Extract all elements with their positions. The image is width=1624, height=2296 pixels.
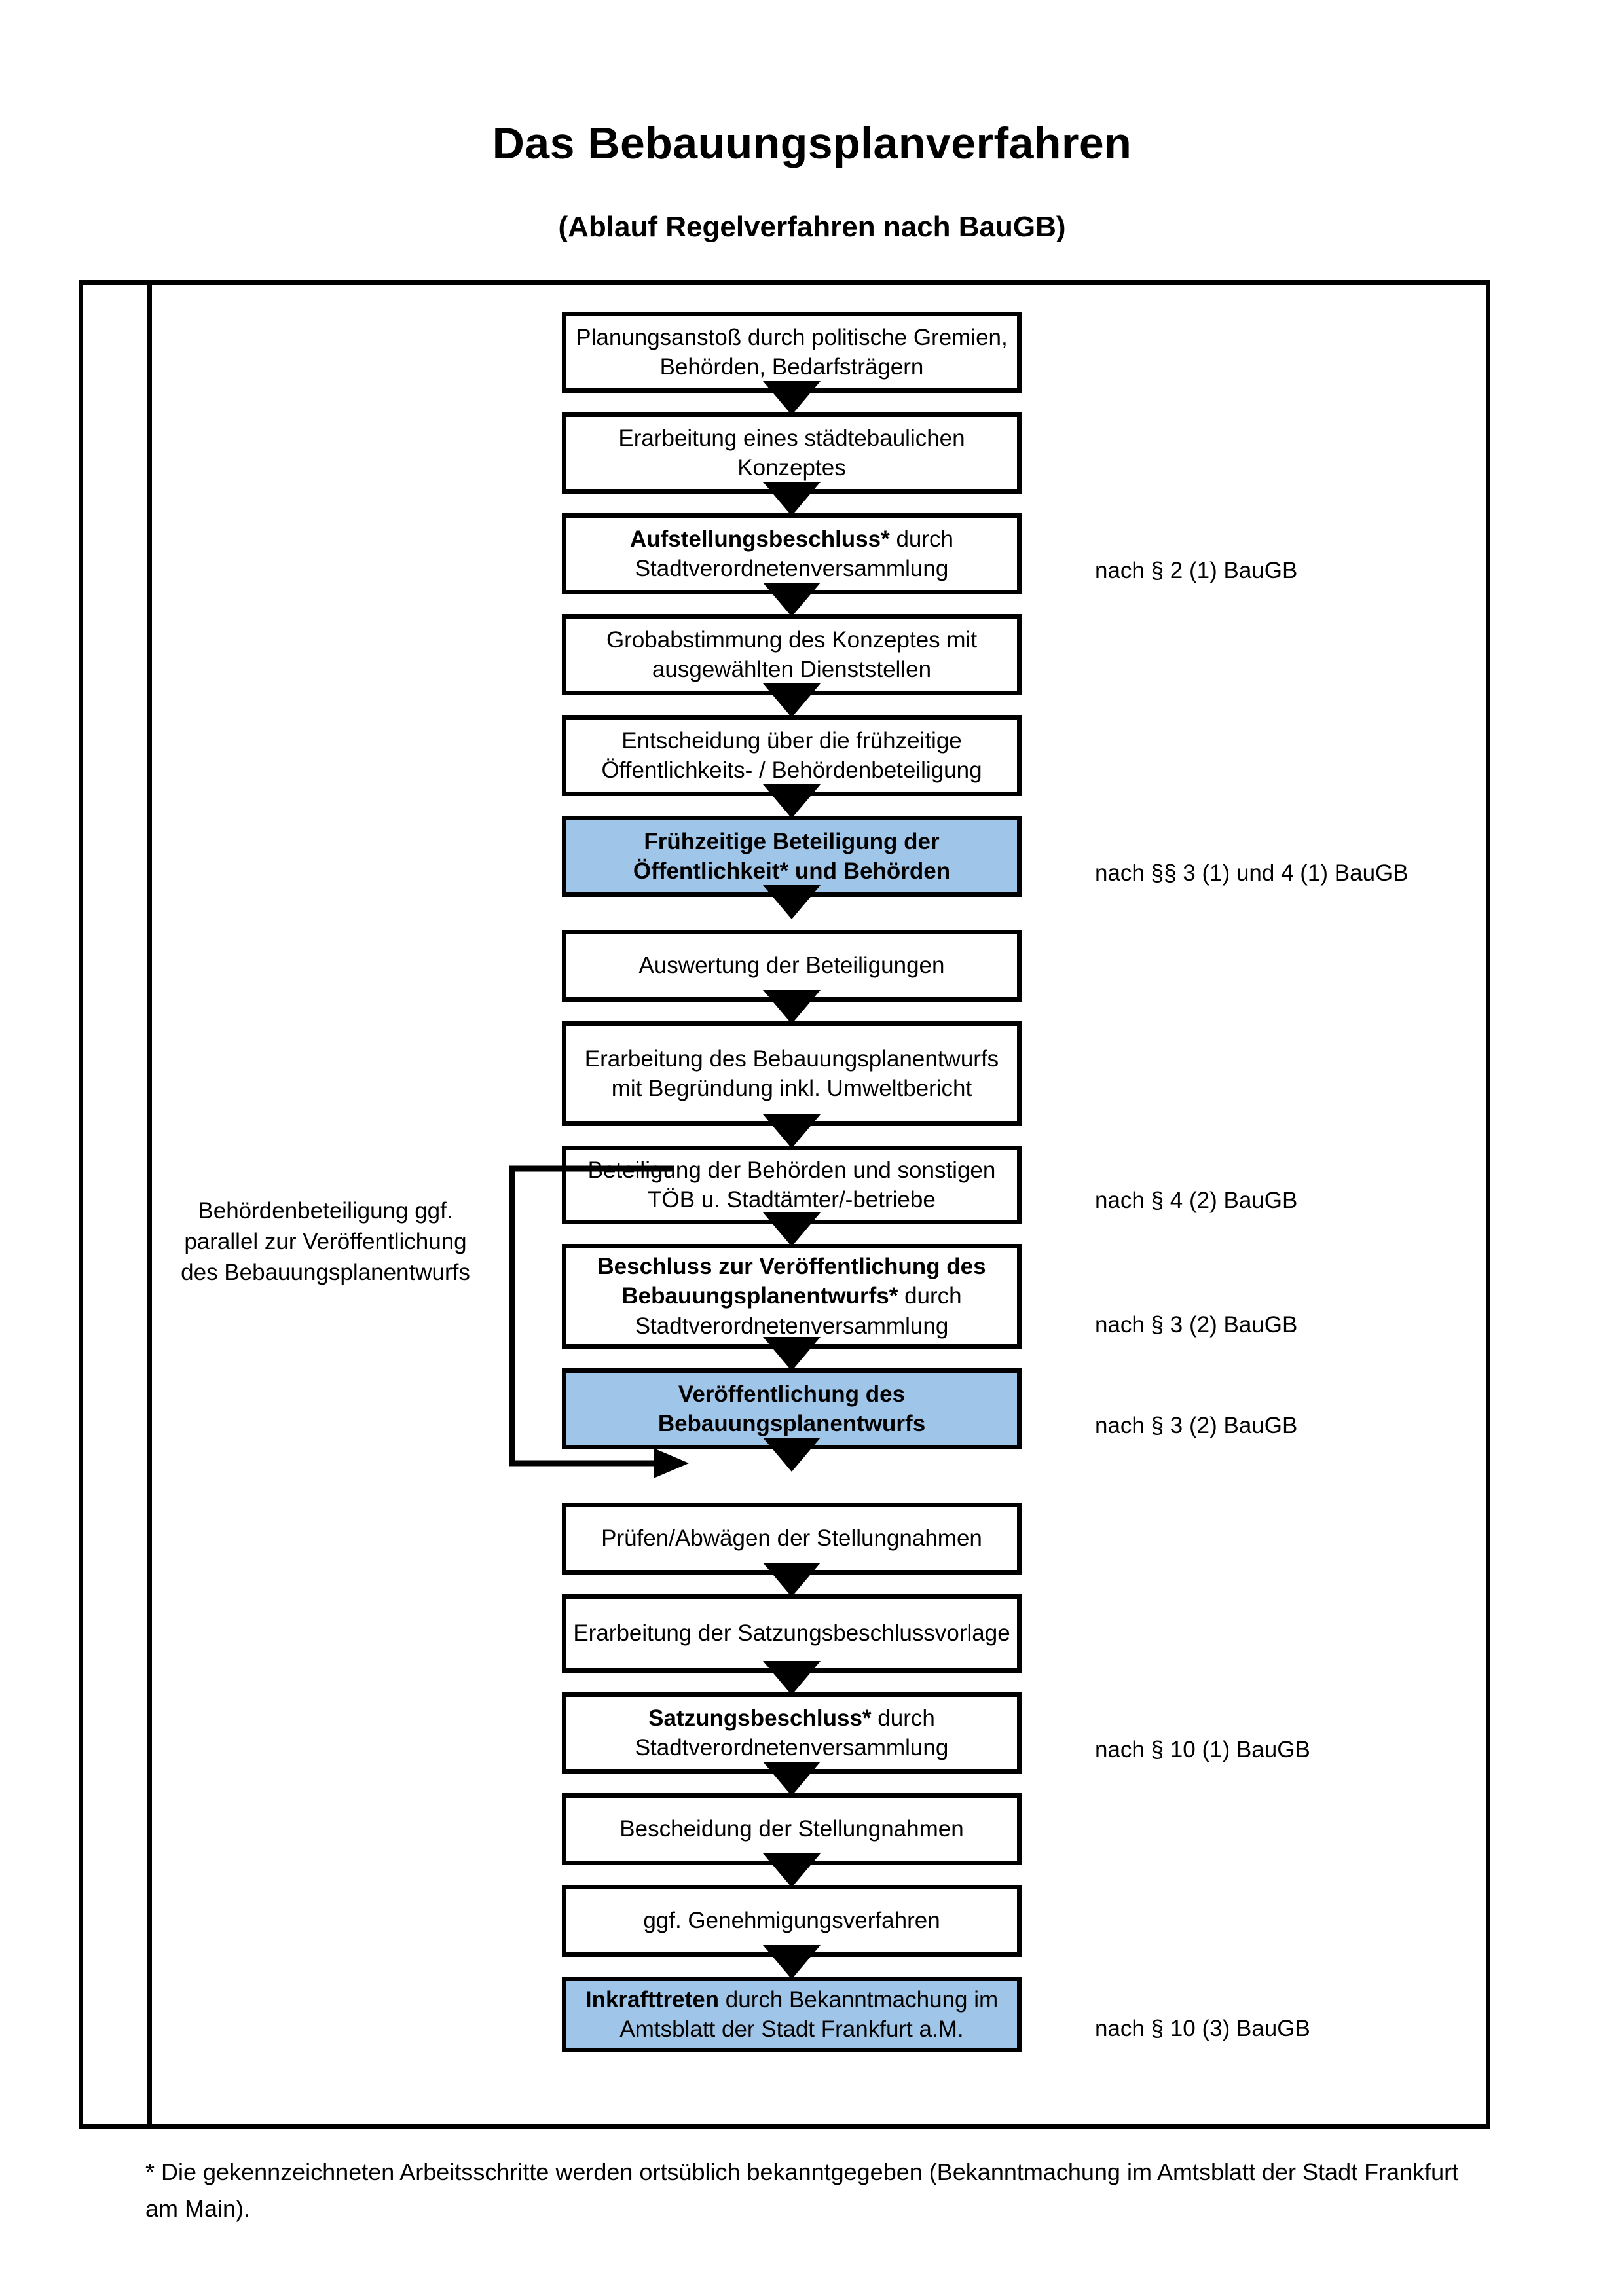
legal-reference-beschluss-veroeff: nach § 3 (2) BauGB: [1095, 1312, 1298, 1338]
sidenote-behoerdenbeteiligung: Behördenbeteiligung ggf. parallel zur Ve…: [181, 1198, 470, 1285]
connector-arrow: [763, 885, 821, 919]
feedback-loop-arrow: [509, 1165, 689, 1478]
legal-reference-veroeffentlichung: nach § 3 (2) BauGB: [1095, 1413, 1298, 1438]
connector-arrow: [763, 1212, 821, 1247]
process-box-label: Grobabstimmung des Konzeptes mit ausgewä…: [606, 627, 978, 683]
legal-reference-fruehzeitige: nach §§ 3 (1) und 4 (1) BauGB: [1095, 860, 1409, 886]
connector-arrow: [763, 381, 821, 415]
process-box-label: Auswertung der Beteiligungen: [638, 953, 945, 979]
process-box-label: Beschluss zur Veröffentlichung des Bebau…: [597, 1253, 986, 1339]
connector-arrow: [763, 583, 821, 617]
process-box-label: Erarbeitung des Bebauungsplanentwurfs mi…: [584, 1046, 999, 1102]
process-box-staedtebau: Erarbeitung eines städtebaulichen Konzep…: [562, 412, 1022, 494]
process-box-erarbeitung-bplan: Erarbeitung des Bebauungsplanentwurfs mi…: [562, 1021, 1022, 1126]
connector-arrow: [763, 784, 821, 818]
process-box-label: ggf. Genehmigungsverfahren: [643, 1908, 940, 1934]
connector-arrow: [763, 1853, 821, 1887]
process-box-pruefen-abwaegen: Prüfen/Abwägen der Stellungnahmen: [562, 1503, 1022, 1575]
process-box-label: Erarbeitung eines städtebaulichen Konzep…: [618, 425, 965, 481]
process-box-entscheidung: Entscheidung über die frühzeitige Öffent…: [562, 715, 1022, 796]
process-box-planungsanstoss: Planungsanstoß durch politische Gremien,…: [562, 312, 1022, 393]
legal-reference-satzungsbeschluss: nach § 10 (1) BauGB: [1095, 1737, 1310, 1762]
process-box-label: Veröffentlichung des Bebauungsplanentwur…: [657, 1381, 926, 1437]
connector-arrow: [763, 1438, 821, 1472]
connector-arrow: [763, 990, 821, 1024]
process-box-label: Satzungsbeschluss* durch Stadtverordnete…: [635, 1705, 949, 1761]
process-box-satzungsbeschluss: Satzungsbeschluss* durch Stadtverordnete…: [562, 1692, 1022, 1774]
process-box-satzungsvorlage: Erarbeitung der Satzungsbeschlussvorlage: [562, 1594, 1022, 1673]
process-box-label: Inkrafttreten durch Bekanntmachung im Am…: [585, 1986, 999, 2043]
connector-arrow: [763, 1762, 821, 1796]
connector-arrow: [763, 1114, 821, 1148]
legal-reference-beteiligung-toeb: nach § 4 (2) BauGB: [1095, 1188, 1298, 1213]
process-box-aufstellung: Aufstellungsbeschluss* durch Stadtverord…: [562, 513, 1022, 594]
process-box-label: Prüfen/Abwägen der Stellungnahmen: [601, 1525, 982, 1552]
page-subtitle: (Ablauf Regelverfahren nach BauGB): [558, 211, 1066, 243]
footnote: * Die gekennzeichneten Arbeitsschritte w…: [145, 2159, 1459, 2222]
connector-arrow: [763, 482, 821, 516]
process-box-label: Planungsanstoß durch politische Gremien,…: [576, 324, 1008, 380]
process-box-beschluss-veroeff: Beschluss zur Veröffentlichung des Bebau…: [562, 1244, 1022, 1349]
process-box-inkrafttreten: Inkrafttreten durch Bekanntmachung im Am…: [562, 1977, 1022, 2052]
connector-arrow: [763, 1661, 821, 1695]
process-box-fruehzeitige: Frühzeitige Beteiligung der Öffentlichke…: [562, 816, 1022, 897]
process-box-label: Entscheidung über die frühzeitige Öffent…: [601, 727, 982, 784]
connector-arrow: [763, 1337, 821, 1371]
process-box-label: Bescheidung der Stellungnahmen: [619, 1816, 964, 1842]
connector-arrow: [763, 683, 821, 718]
process-box-label: Aufstellungsbeschluss* durch Stadtverord…: [629, 526, 954, 582]
connector-arrow: [763, 1563, 821, 1597]
legal-reference-aufstellung: nach § 2 (1) BauGB: [1095, 558, 1298, 583]
process-box-auswertung: Auswertung der Beteiligungen: [562, 930, 1022, 1002]
process-box-veroeffentlichung: Veröffentlichung des Bebauungsplanentwur…: [562, 1368, 1022, 1449]
page-title: Das Bebauungsplanverfahren: [492, 118, 1132, 168]
legal-reference-inkrafttreten: nach § 10 (3) BauGB: [1095, 2016, 1310, 2041]
label-column-divider: [147, 280, 152, 2129]
process-box-label: Frühzeitige Beteiligung der Öffentlichke…: [633, 828, 951, 884]
connector-arrow: [763, 1945, 821, 1979]
process-box-grobabstimmung: Grobabstimmung des Konzeptes mit ausgewä…: [562, 614, 1022, 695]
process-box-label: Erarbeitung der Satzungsbeschlussvorlage: [573, 1620, 1010, 1647]
